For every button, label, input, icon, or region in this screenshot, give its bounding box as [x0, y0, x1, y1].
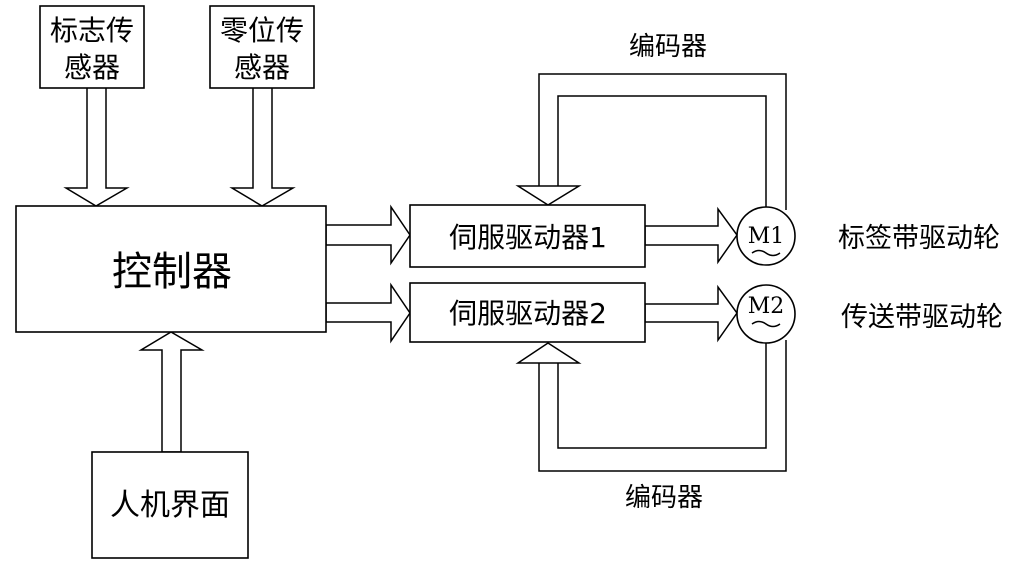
- encoder-loop-top-inner: [557, 95, 767, 210]
- arrow-servo-2-to-motor-2: [644, 284, 738, 343]
- encoder-loop-bottom-inner: [557, 340, 767, 449]
- arrow-controller-to-servo-1: [325, 204, 411, 266]
- arrow-controller-to-servo-2: [325, 282, 411, 344]
- encoder-bottom-label: 编码器: [625, 483, 703, 513]
- zero-sensor-line-2: 感器: [234, 51, 290, 84]
- arrow-servo-1-to-motor-1: [644, 206, 738, 265]
- arrow-hmi-to-controller: [138, 331, 205, 453]
- encoder-loop-bottom: [538, 340, 787, 472]
- zero-sensor-block: 零位传 感器: [209, 5, 315, 89]
- hmi-block: 人机界面: [91, 451, 249, 559]
- motor-1-label: M1: [748, 224, 785, 249]
- arrow-encoder-to-servo-1: [515, 185, 582, 206]
- marker-sensor-block: 标志传 感器: [39, 5, 145, 89]
- motor-2-label: M2: [748, 294, 785, 319]
- encoder-loop-bottom-outer: [538, 340, 787, 472]
- label-belt-drive-wheel-label: 标签带驱动轮: [838, 223, 1000, 254]
- zero-sensor-line-1: 零位传: [220, 14, 304, 47]
- servo-driver-2-label: 伺服驱动器2: [449, 297, 607, 330]
- arrow-marker-sensor-to-controller: [63, 86, 130, 207]
- motor-2: M2: [736, 284, 796, 344]
- motor-1-tilde: [751, 249, 781, 257]
- servo-driver-1-label: 伺服驱动器1: [449, 221, 607, 254]
- motor-2-tilde: [751, 320, 781, 328]
- arrow-zero-sensor-to-controller: [229, 86, 296, 207]
- controller-block: 控制器: [15, 205, 327, 333]
- marker-sensor-line-2: 感器: [64, 51, 120, 84]
- servo-driver-1-block: 伺服驱动器1: [409, 204, 646, 268]
- controller-label: 控制器: [112, 249, 232, 295]
- encoder-top-label: 编码器: [629, 32, 707, 62]
- conveyor-belt-drive-wheel-label: 传送带驱动轮: [841, 302, 1003, 333]
- marker-sensor-line-1: 标志传: [50, 14, 134, 47]
- arrow-encoder-to-servo-2: [515, 342, 582, 364]
- encoder-loop-top-outer: [538, 73, 787, 210]
- encoder-loop-top: [538, 73, 787, 210]
- motor-1: M1: [736, 206, 796, 266]
- hmi-label: 人机界面: [110, 488, 230, 523]
- servo-driver-2-block: 伺服驱动器2: [409, 282, 646, 343]
